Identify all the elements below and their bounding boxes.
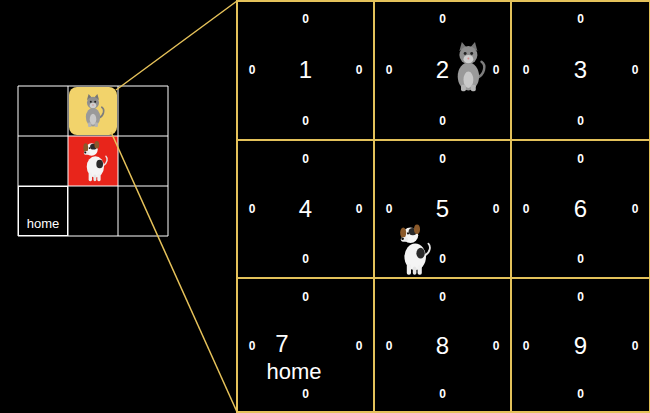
reward-value: 0: [356, 64, 363, 76]
grid-cell: 0 0 7 0 home 0: [237, 278, 374, 413]
reward-value: 0: [302, 13, 309, 25]
reward-value: 0: [577, 115, 584, 127]
reward-value: 0: [249, 340, 256, 352]
reward-value: 0: [577, 388, 584, 400]
grid-cell: 0 0 2 0 0: [374, 0, 511, 140]
reward-value: 0: [493, 203, 500, 215]
reward-value: 0: [439, 115, 446, 127]
big-grid: [237, 0, 650, 413]
reward-value: 0: [386, 340, 393, 352]
reward-value: 0: [523, 64, 530, 76]
cell-number: 6: [574, 197, 587, 221]
grid-cell: 0 0 8 0 0: [374, 278, 511, 413]
grid-cell: 0 0 9 0 0: [511, 278, 650, 413]
cell-number: 2: [436, 58, 449, 82]
reward-value: 0: [632, 203, 639, 215]
reward-value: 0: [577, 253, 584, 265]
highlight-cell: [69, 87, 117, 135]
reward-value: 0: [302, 291, 309, 303]
reward-value: 0: [356, 203, 363, 215]
zoom-lines: [111, 1, 237, 412]
home-label: home: [266, 361, 321, 383]
reward-value: 0: [439, 153, 446, 165]
reward-value: 0: [439, 388, 446, 400]
grid-cell: 0 0 5 0 0: [374, 140, 511, 278]
grid-cell: 0 0 3 0 0: [511, 0, 650, 140]
cell-number: 3: [574, 58, 587, 82]
dog-figure: [400, 224, 430, 274]
cell-number: 8: [436, 334, 449, 358]
reward-value: 0: [302, 153, 309, 165]
reward-value: 0: [386, 64, 393, 76]
dog-icon: [83, 141, 107, 181]
danger-cell: [68, 136, 118, 186]
reward-value: 0: [439, 253, 446, 265]
cell-number: 5: [436, 197, 449, 221]
reward-value: 0: [439, 291, 446, 303]
reward-value: 0: [386, 203, 393, 215]
reward-value: 0: [249, 203, 256, 215]
reward-value: 0: [577, 291, 584, 303]
small-grid: [18, 86, 168, 236]
reward-value: 0: [302, 253, 309, 265]
reward-value: 0: [632, 64, 639, 76]
reward-value: 0: [302, 388, 309, 400]
reward-value: 0: [356, 340, 363, 352]
reward-value: 0: [302, 115, 309, 127]
cell-number: 9: [574, 334, 587, 358]
home-label: home: [27, 217, 60, 230]
reward-value: 0: [493, 64, 500, 76]
grid-cell: 0 0 1 0 0: [237, 0, 374, 140]
reward-value: 0: [493, 340, 500, 352]
reward-value: 0: [577, 13, 584, 25]
grid-cell: 0 0 6 0 0: [511, 140, 650, 278]
grid-cell: 0 0 4 0 0: [237, 140, 374, 278]
reward-value: 0: [577, 153, 584, 165]
home-cell: home: [18, 186, 68, 236]
cat-figure: [458, 42, 485, 91]
cell-number: 4: [299, 197, 312, 221]
cat-icon: [86, 94, 104, 127]
cell-number: 1: [299, 58, 312, 82]
reward-value: 0: [249, 64, 256, 76]
reward-value: 0: [523, 203, 530, 215]
reward-value: 0: [439, 13, 446, 25]
reward-value: 0: [632, 340, 639, 352]
reward-value: 0: [523, 340, 530, 352]
cell-number: 7: [275, 332, 288, 356]
